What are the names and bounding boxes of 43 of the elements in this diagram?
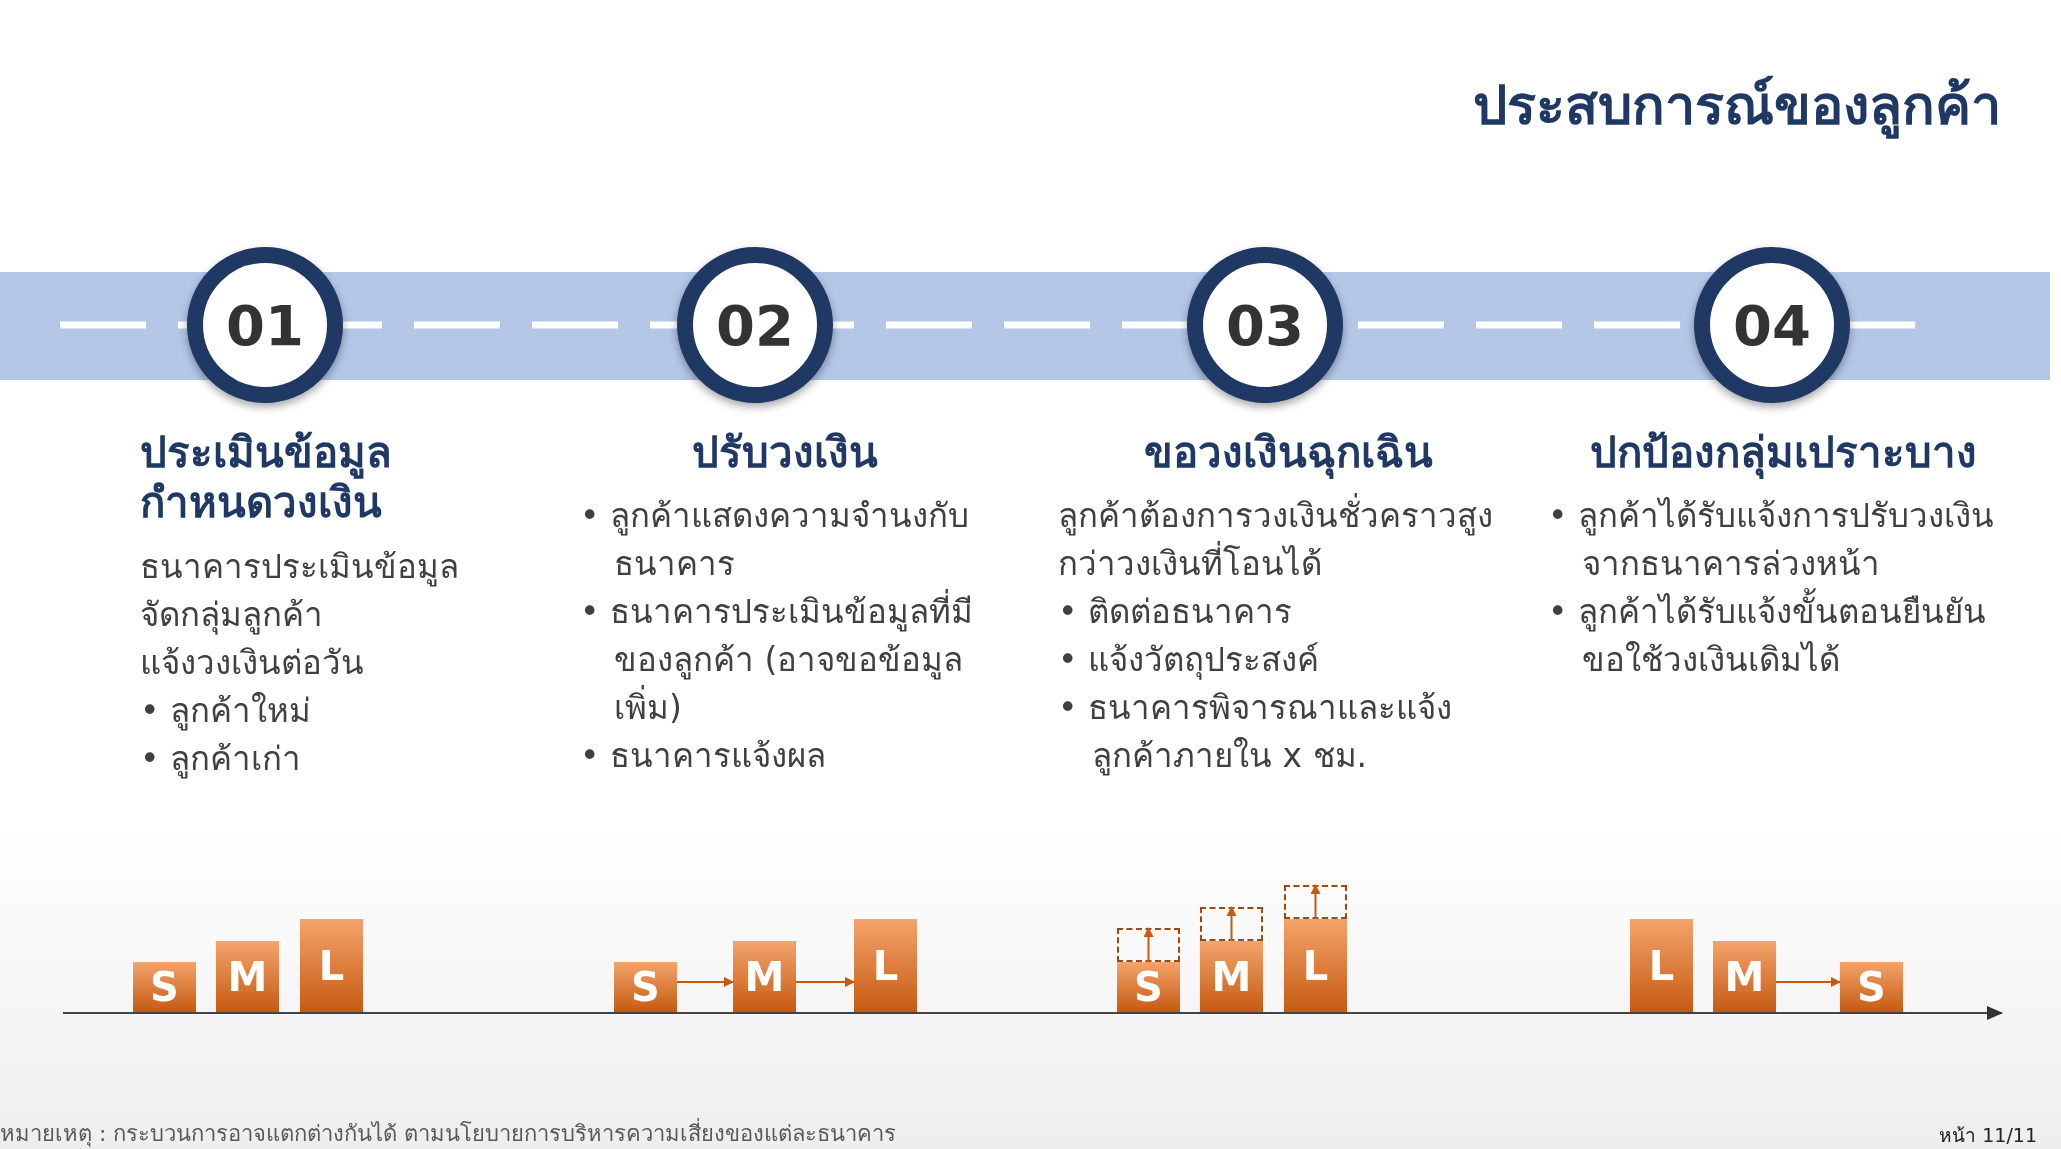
bullet-item: • ลูกค้าใหม่ [140, 689, 312, 733]
arrow [1310, 884, 1321, 920]
bullet-item: • ลูกค้าได้รับแจ้งขั้นตอนยืนยันขอใช้วงเงินเดิมได้ [1548, 588, 2018, 685]
size-bar: M [216, 941, 279, 1012]
size-bar: M [1713, 941, 1776, 1012]
arrow [676, 977, 734, 987]
arrow [1143, 927, 1154, 963]
arrow [1226, 906, 1237, 942]
footnote: หมายเหตุ : กระบวนการอาจแตกต่างกันได้ ตามนโยบายการบริหารความเสี่ยงของแต่ละธนาคาร [0, 1116, 897, 1149]
step-heading: ปกป้องกลุ่มเปราะบาง [1588, 428, 1978, 479]
step-number-circle: 03 [1187, 247, 1343, 403]
step-number-circle: 02 [677, 247, 833, 403]
size-bar: L [854, 919, 917, 1012]
step-heading: ประเมินข้อมูลกำหนดวงเงิน [140, 428, 393, 529]
step-number-circle: 01 [187, 247, 343, 403]
bullet-item: • ธนาคารประเมินข้อมูลที่มีของลูกค้า (อาจขอข้อมูลเพิ่ม) [580, 588, 990, 733]
bullet-item: • ลูกค้าแสดงความจำนงกับธนาคาร [580, 495, 970, 586]
size-bar: L [300, 919, 363, 1012]
body-text: ธนาคารประเมินข้อมูล [140, 545, 460, 589]
size-bar: M [1200, 941, 1263, 1012]
bullet-item: • ธนาคารแจ้งผล [580, 735, 827, 778]
step-heading: ปรับวงเงิน [691, 428, 879, 479]
size-bar: S [133, 962, 196, 1012]
body-text: จัดกลุ่มลูกค้า [140, 593, 324, 637]
body-text: ลูกค้าต้องการวงเงินชั่วคราวสูงกว่าวงเงินที่โอนได้ [1058, 492, 1518, 589]
bullet-item: • ลูกค้าเก่า [140, 737, 302, 781]
page-number: หน้า 11/11 [1939, 1123, 2037, 1148]
bullet-item: • ลูกค้าได้รับแจ้งการปรับวงเงินจากธนาคารล่วงหน้า [1548, 495, 1995, 586]
arrow [1775, 977, 1841, 987]
body-text: แจ้งวงเงินต่อวัน [140, 641, 365, 684]
size-bar: S [614, 962, 677, 1012]
size-bar: S [1840, 962, 1903, 1012]
bullet-item: • ติดต่อธนาคาร [1058, 591, 1293, 634]
slide-title: ประสบการณ์ของลูกค้า [1473, 73, 2001, 141]
size-bar: L [1284, 919, 1347, 1012]
bullet-item: • ธนาคารพิจารณาและแจ้งลูกค้าภายใน x ชม. [1058, 687, 1453, 778]
size-bar: L [1630, 919, 1693, 1012]
size-bar: S [1117, 962, 1180, 1012]
size-bar: M [733, 941, 796, 1012]
step-number-circle: 04 [1694, 247, 1850, 403]
bullet-item: • แจ้งวัตถุประสงค์ [1058, 639, 1320, 682]
arrow [795, 977, 855, 987]
step-heading: ขอวงเงินฉุกเฉิน [1142, 428, 1434, 479]
